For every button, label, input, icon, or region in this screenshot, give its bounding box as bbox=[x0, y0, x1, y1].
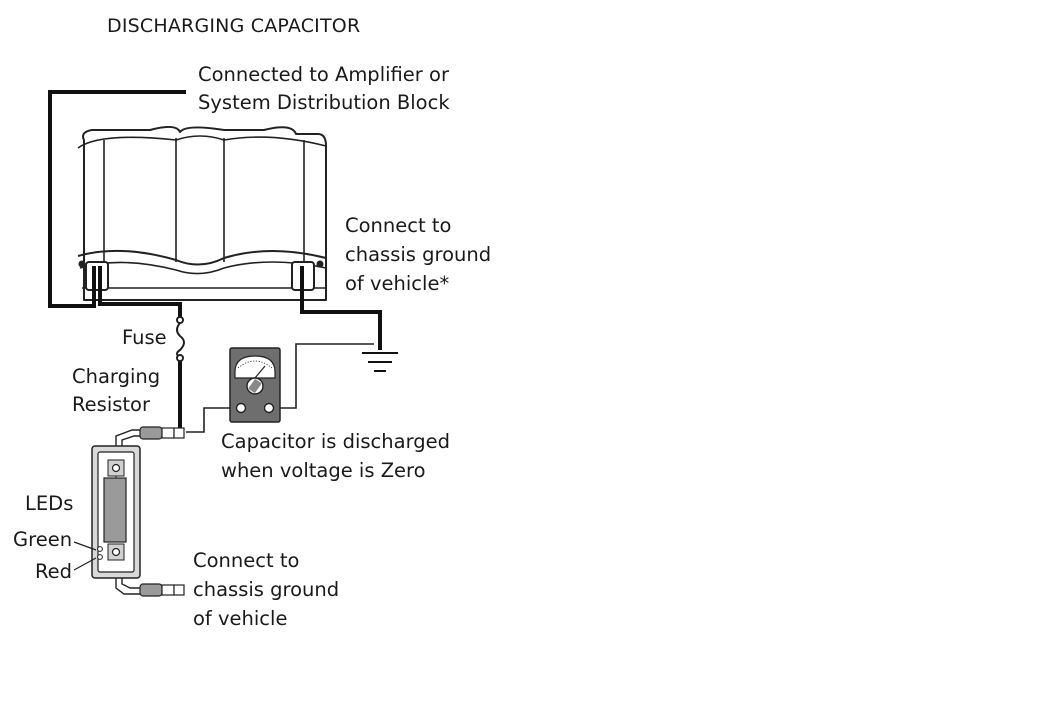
amplifier-wire bbox=[48, 90, 186, 308]
led-pointers bbox=[73, 541, 97, 571]
ground1-label-line2: chassis ground bbox=[345, 243, 492, 266]
fuse-icon bbox=[176, 316, 185, 362]
bottom-lead-plug bbox=[115, 578, 185, 597]
green-led bbox=[97, 546, 103, 552]
diagram-title: DISCHARGING CAPACITOR bbox=[107, 15, 361, 37]
leds-label: LEDs bbox=[25, 492, 74, 515]
green-led-label: Green bbox=[13, 528, 73, 551]
ground-wire bbox=[300, 266, 382, 350]
amplifier-label-line2: System Distribution Block bbox=[198, 91, 450, 114]
red-led-label: Red bbox=[35, 560, 73, 583]
charging-resistor-label-line1: Charging bbox=[72, 365, 161, 388]
wires bbox=[48, 90, 382, 430]
meter-ground-lead bbox=[268, 343, 374, 409]
meter-positive-lead bbox=[186, 407, 240, 433]
voltmeter-icon bbox=[229, 347, 281, 423]
ground1-label-line3: of vehicle* bbox=[345, 272, 450, 295]
ground2-label-line3: of vehicle bbox=[193, 607, 288, 630]
red-led bbox=[97, 554, 103, 560]
voltage-label-line2: when voltage is Zero bbox=[221, 459, 426, 482]
voltage-label-line1: Capacitor is discharged bbox=[221, 430, 451, 453]
capacitor bbox=[77, 126, 327, 301]
amplifier-label-line1: Connected to Amplifier or bbox=[198, 63, 449, 86]
ground2-label-line1: Connect to bbox=[193, 549, 300, 572]
ground2-label-line2: chassis ground bbox=[193, 578, 340, 601]
charging-resistor-device bbox=[91, 445, 141, 579]
meter-leads bbox=[186, 343, 374, 433]
charging-resistor-label-line2: Resistor bbox=[72, 393, 150, 416]
positive-wire bbox=[98, 266, 182, 320]
ground1-label-line1: Connect to bbox=[345, 214, 452, 237]
fuse-label: Fuse bbox=[122, 326, 167, 349]
ground-symbol-icon bbox=[362, 352, 398, 372]
